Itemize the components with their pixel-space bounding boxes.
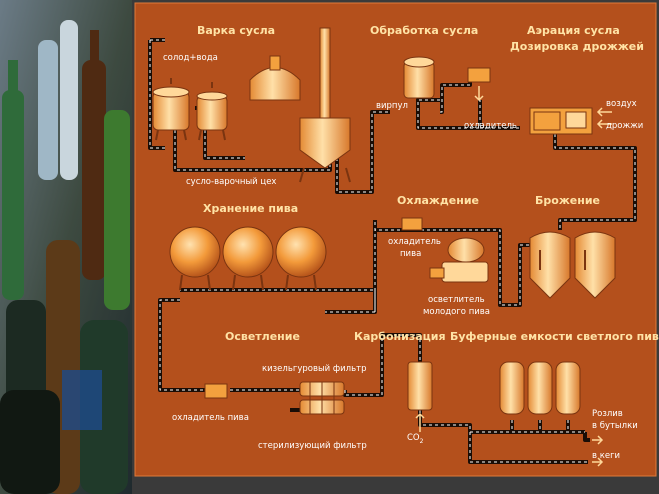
label-beer-cooler-2: пива: [400, 249, 421, 259]
kieselguhr-filter: [299, 381, 345, 415]
label-co2: CO2: [407, 433, 424, 445]
label-sterilizing-filter: стерилизующий фильтр: [258, 441, 367, 451]
bottles-photo: [0, 0, 132, 494]
label-yeast: дрожжи: [606, 121, 643, 131]
bottling-arrow-icon: [592, 435, 604, 445]
pipelines: [148, 38, 637, 464]
label-kegs: в кеги: [592, 451, 620, 461]
heading-clarification: Осветление: [225, 330, 300, 343]
mash-tun-right: [196, 82, 228, 141]
fermentation-tank-2: [574, 231, 616, 299]
label-cooler: охладитель: [464, 121, 517, 131]
label-clarifier-2: молодого пива: [423, 307, 490, 317]
buffer-tank-1: [499, 361, 525, 415]
heading-wort-boiling: Варка сусла: [197, 24, 275, 37]
label-bottling-2: в бутылки: [592, 421, 638, 431]
keg-arrow-icon: [592, 457, 604, 467]
label-beer-cooler-1: охладитель: [388, 237, 441, 247]
heading-wort-processing: Обработка сусла: [370, 24, 478, 37]
label-beer-cooler: охладитель пива: [172, 413, 249, 423]
heading-cooling: Охлаждение: [397, 194, 479, 207]
label-bottling-1: Розлив: [592, 409, 623, 419]
fermentation-tank-1: [529, 231, 571, 299]
aeration-unit: [529, 107, 612, 135]
label-malt-water: солод+вода: [163, 53, 218, 63]
beer-cooler-unit: [401, 217, 423, 231]
label-kieselguhr-filter: кизельгуровый фильтр: [262, 364, 366, 374]
brew-column: [299, 27, 351, 183]
heading-fermentation: Брожение: [535, 194, 600, 207]
wort-kettle: [249, 55, 301, 101]
carbonization-tank: [407, 361, 433, 432]
heading-buffer-tanks: Буферные емкости светлого пива: [450, 330, 659, 343]
heading-aeration: Аэрация сусла: [527, 24, 620, 37]
label-whirlpool: вирпул: [376, 101, 408, 111]
heading-yeast-dosing: Дозировка дрожжей: [510, 40, 644, 53]
label-brewhouse: сусло-варочный цех: [186, 177, 276, 187]
heading-carbonization: Карбонизация: [354, 330, 446, 343]
storage-tank-2: [222, 226, 274, 291]
storage-tank-3: [275, 226, 327, 291]
buffer-tank-3: [555, 361, 581, 415]
clarifier-separator: [429, 237, 489, 283]
label-clarifier-1: осветлитель: [428, 295, 485, 305]
heading-storage: Хранение пива: [203, 202, 298, 215]
label-air: воздух: [606, 99, 637, 109]
storage-tank-1: [169, 226, 221, 291]
clarification-cooler: [204, 383, 228, 399]
wort-cooler: [467, 67, 491, 102]
buffer-tank-2: [527, 361, 553, 415]
whirlpool-tank: [403, 56, 435, 99]
mash-tun-left: [152, 78, 190, 141]
